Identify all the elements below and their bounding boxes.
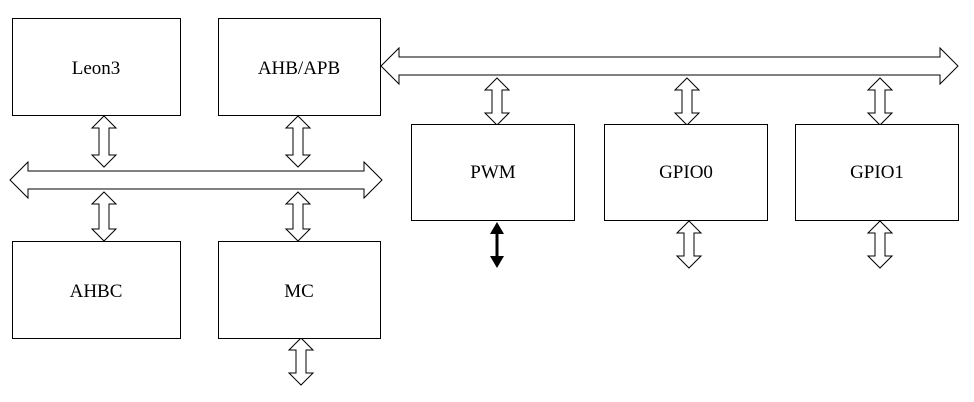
pwm-bus-connector [483, 77, 511, 126]
pwm-block: PWM [411, 124, 575, 221]
mc-external-connector [287, 337, 315, 386]
mc-block: MC [218, 241, 381, 339]
ahbc-block: AHBC [12, 241, 181, 339]
gpio0-label: GPIO0 [659, 162, 713, 183]
gpio1-external-connector [866, 220, 894, 269]
ahbc-bus-connector [90, 191, 118, 242]
pwm-label: PWM [470, 162, 516, 183]
leon3-block: Leon3 [12, 18, 181, 116]
mc-bus-connector [284, 191, 312, 242]
ahb-apb-label: AHB/APB [258, 58, 340, 79]
ahbapb-bus-connector [284, 115, 312, 168]
ahbc-label: AHBC [70, 281, 123, 302]
ahb-bus [9, 160, 383, 200]
gpio1-bus-connector [866, 77, 894, 126]
pwm-output-arrow [490, 222, 504, 268]
mc-label: MC [284, 281, 314, 302]
gpio1-label: GPIO1 [850, 162, 904, 183]
gpio0-block: GPIO0 [604, 124, 768, 221]
leon3-bus-connector [90, 115, 118, 168]
gpio1-block: GPIO1 [795, 124, 959, 221]
gpio0-external-connector [675, 220, 703, 269]
gpio0-bus-connector [673, 77, 701, 126]
ahb-apb-bridge-block: AHB/APB [218, 18, 381, 116]
leon3-label: Leon3 [72, 58, 121, 79]
apb-bus [380, 46, 959, 86]
